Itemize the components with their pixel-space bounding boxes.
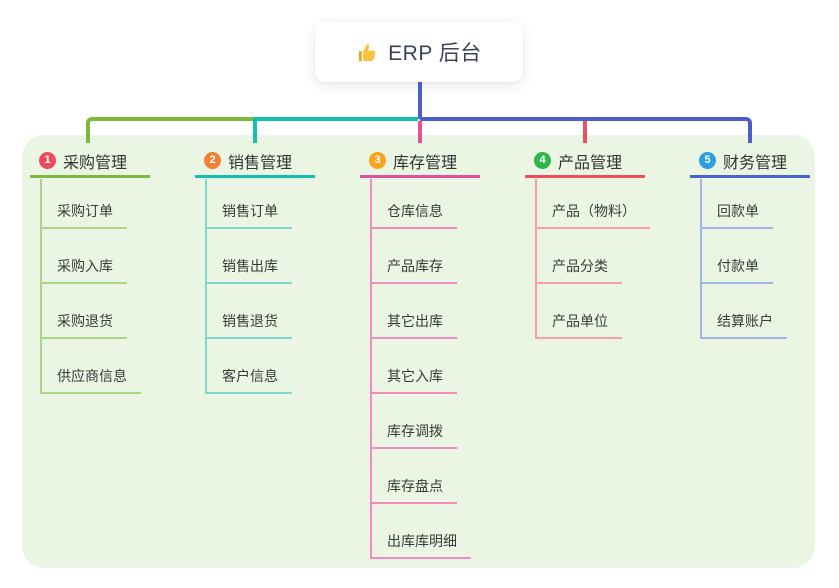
- child-spine-line: [535, 179, 537, 339]
- child-underline: [40, 282, 127, 284]
- child-node-label[interactable]: 产品单位: [552, 313, 608, 329]
- mindmap-panel: [22, 135, 815, 568]
- connector-mid-segment: [253, 117, 418, 143]
- branch-number-badge: 5: [699, 152, 716, 169]
- child-underline: [40, 227, 127, 229]
- branch-label: 财务管理: [723, 154, 788, 172]
- branch-label: 销售管理: [228, 154, 293, 172]
- child-underline: [205, 282, 292, 284]
- child-underline: [535, 337, 622, 339]
- child-underline: [370, 227, 457, 229]
- child-node-label[interactable]: 仓库信息: [387, 203, 443, 219]
- child-underline: [535, 227, 650, 229]
- child-node-label[interactable]: 产品（物料）: [552, 203, 636, 219]
- branch-label: 产品管理: [558, 154, 623, 172]
- child-underline: [205, 227, 292, 229]
- root-stem-line: [418, 82, 422, 119]
- child-node-label[interactable]: 回款单: [717, 203, 759, 219]
- child-node-label[interactable]: 销售订单: [222, 203, 278, 219]
- branch-3-drop-line: [418, 121, 422, 143]
- branch-node-1[interactable]: 1 采购管理: [30, 146, 150, 178]
- branch-label: 库存管理: [393, 154, 458, 172]
- branch-number-badge: 2: [204, 152, 221, 169]
- root-node-title: ERP 后台: [388, 42, 482, 65]
- child-node-label[interactable]: 其它入库: [387, 368, 443, 384]
- child-underline: [370, 337, 457, 339]
- child-node-label[interactable]: 付款单: [717, 258, 759, 274]
- child-underline: [535, 282, 622, 284]
- child-underline: [370, 557, 471, 559]
- child-spine-line: [40, 179, 42, 394]
- child-node-label[interactable]: 结算账户: [717, 313, 773, 329]
- child-node-label[interactable]: 采购订单: [57, 203, 113, 219]
- child-node-label[interactable]: 销售退货: [222, 313, 278, 329]
- branch-node-5[interactable]: 5 财务管理: [690, 146, 810, 178]
- child-underline: [700, 227, 773, 229]
- child-spine-line: [370, 179, 372, 559]
- connector-left-segment: [86, 117, 253, 143]
- child-underline: [40, 337, 127, 339]
- child-node-label[interactable]: 采购入库: [57, 258, 113, 274]
- child-underline: [700, 337, 787, 339]
- branch-4-drop-line: [583, 121, 587, 143]
- child-node-label[interactable]: 产品库存: [387, 258, 443, 274]
- child-node-label[interactable]: 库存调拨: [387, 423, 443, 439]
- branch-node-3[interactable]: 3 库存管理: [360, 146, 480, 178]
- child-node-label[interactable]: 销售出库: [222, 258, 278, 274]
- thumbs-up-icon: [356, 41, 379, 64]
- root-node[interactable]: ERP 后台: [315, 22, 523, 82]
- child-underline: [370, 282, 457, 284]
- child-underline: [700, 282, 773, 284]
- child-underline: [205, 337, 292, 339]
- branch-number-badge: 4: [534, 152, 551, 169]
- branch-number-badge: 3: [369, 152, 386, 169]
- child-underline: [370, 392, 457, 394]
- child-node-label[interactable]: 供应商信息: [57, 368, 127, 384]
- child-node-label[interactable]: 采购退货: [57, 313, 113, 329]
- child-underline: [205, 392, 292, 394]
- branch-number-badge: 1: [39, 152, 56, 169]
- child-node-label[interactable]: 客户信息: [222, 368, 278, 384]
- child-node-label[interactable]: 库存盘点: [387, 478, 443, 494]
- branch-label: 采购管理: [63, 154, 128, 172]
- child-underline: [370, 502, 457, 504]
- child-underline: [40, 392, 141, 394]
- child-node-label[interactable]: 其它出库: [387, 313, 443, 329]
- connector-right-segment: [420, 117, 752, 143]
- child-node-label[interactable]: 出库库明细: [387, 533, 457, 549]
- child-underline: [370, 447, 457, 449]
- branch-node-4[interactable]: 4 产品管理: [525, 146, 645, 178]
- child-spine-line: [700, 179, 702, 339]
- child-spine-line: [205, 179, 207, 394]
- branch-node-2[interactable]: 2 销售管理: [195, 146, 315, 178]
- child-node-label[interactable]: 产品分类: [552, 258, 608, 274]
